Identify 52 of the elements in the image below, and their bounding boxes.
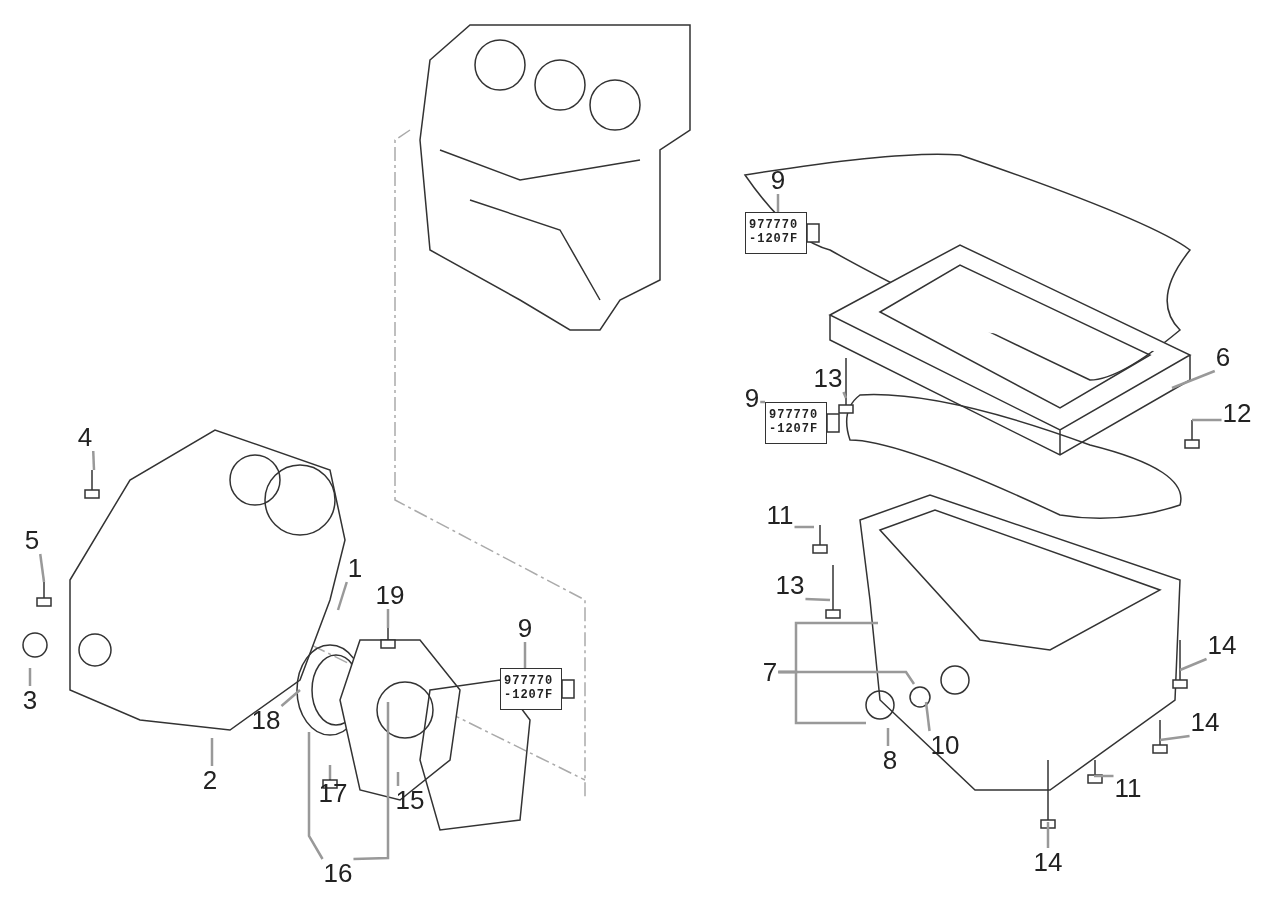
leader-line <box>396 772 400 786</box>
callout-number: 13 <box>774 571 806 599</box>
callout-number: 7 <box>761 658 779 686</box>
callout-number: 10 <box>929 731 961 759</box>
leader-line <box>842 391 848 399</box>
callout-number: 13 <box>812 364 844 392</box>
callout-number: 18 <box>250 706 282 734</box>
leader-line <box>1094 774 1114 778</box>
leader-line <box>805 597 831 602</box>
leader-line <box>1171 369 1216 390</box>
callout-number: 8 <box>881 746 899 774</box>
leader-line <box>28 668 32 686</box>
callout-number: 6 <box>1214 343 1232 371</box>
leader-line <box>92 450 96 471</box>
callout-number: 16 <box>322 859 354 887</box>
leader-line <box>386 609 390 628</box>
callout-number: 11 <box>1113 774 1143 802</box>
sealant-tube: 977770 -1207F <box>500 668 562 710</box>
callout-number: 3 <box>21 686 39 714</box>
leader-line <box>1192 418 1222 422</box>
leader-line <box>210 738 214 766</box>
leader-line <box>336 581 348 611</box>
callout-number: 12 <box>1221 399 1253 427</box>
leader-line <box>1179 657 1207 672</box>
callout-number: 9 <box>769 166 787 194</box>
leader-line <box>280 689 301 707</box>
callout-number: 14 <box>1189 708 1221 736</box>
callout-number: 15 <box>394 786 426 814</box>
callout-number: 14 <box>1206 631 1238 659</box>
leader-line <box>794 525 814 529</box>
leader-line <box>1046 822 1050 848</box>
leader-line <box>39 553 46 583</box>
leader-line <box>924 701 931 732</box>
callout-number: 11 <box>765 501 795 529</box>
callout-number: 5 <box>23 526 41 554</box>
leader-line <box>353 702 390 861</box>
leader-line <box>1159 734 1190 742</box>
callout-number: 4 <box>76 423 94 451</box>
sealant-tube: 977770 -1207F <box>765 402 827 444</box>
leader-line <box>523 642 527 668</box>
callout-number: 9 <box>516 614 534 642</box>
callout-number: 9 <box>743 384 761 412</box>
leader-line <box>886 728 890 746</box>
callout-number: 2 <box>201 766 219 794</box>
leader-line <box>307 732 324 860</box>
leader-line <box>328 765 332 779</box>
sealant-tube: 977770 -1207F <box>745 212 807 254</box>
leader-line <box>778 670 866 725</box>
callout-number: 19 <box>374 581 406 609</box>
callout-number: 14 <box>1032 848 1064 876</box>
callout-number: 17 <box>317 779 349 807</box>
callout-number: 1 <box>346 554 364 582</box>
